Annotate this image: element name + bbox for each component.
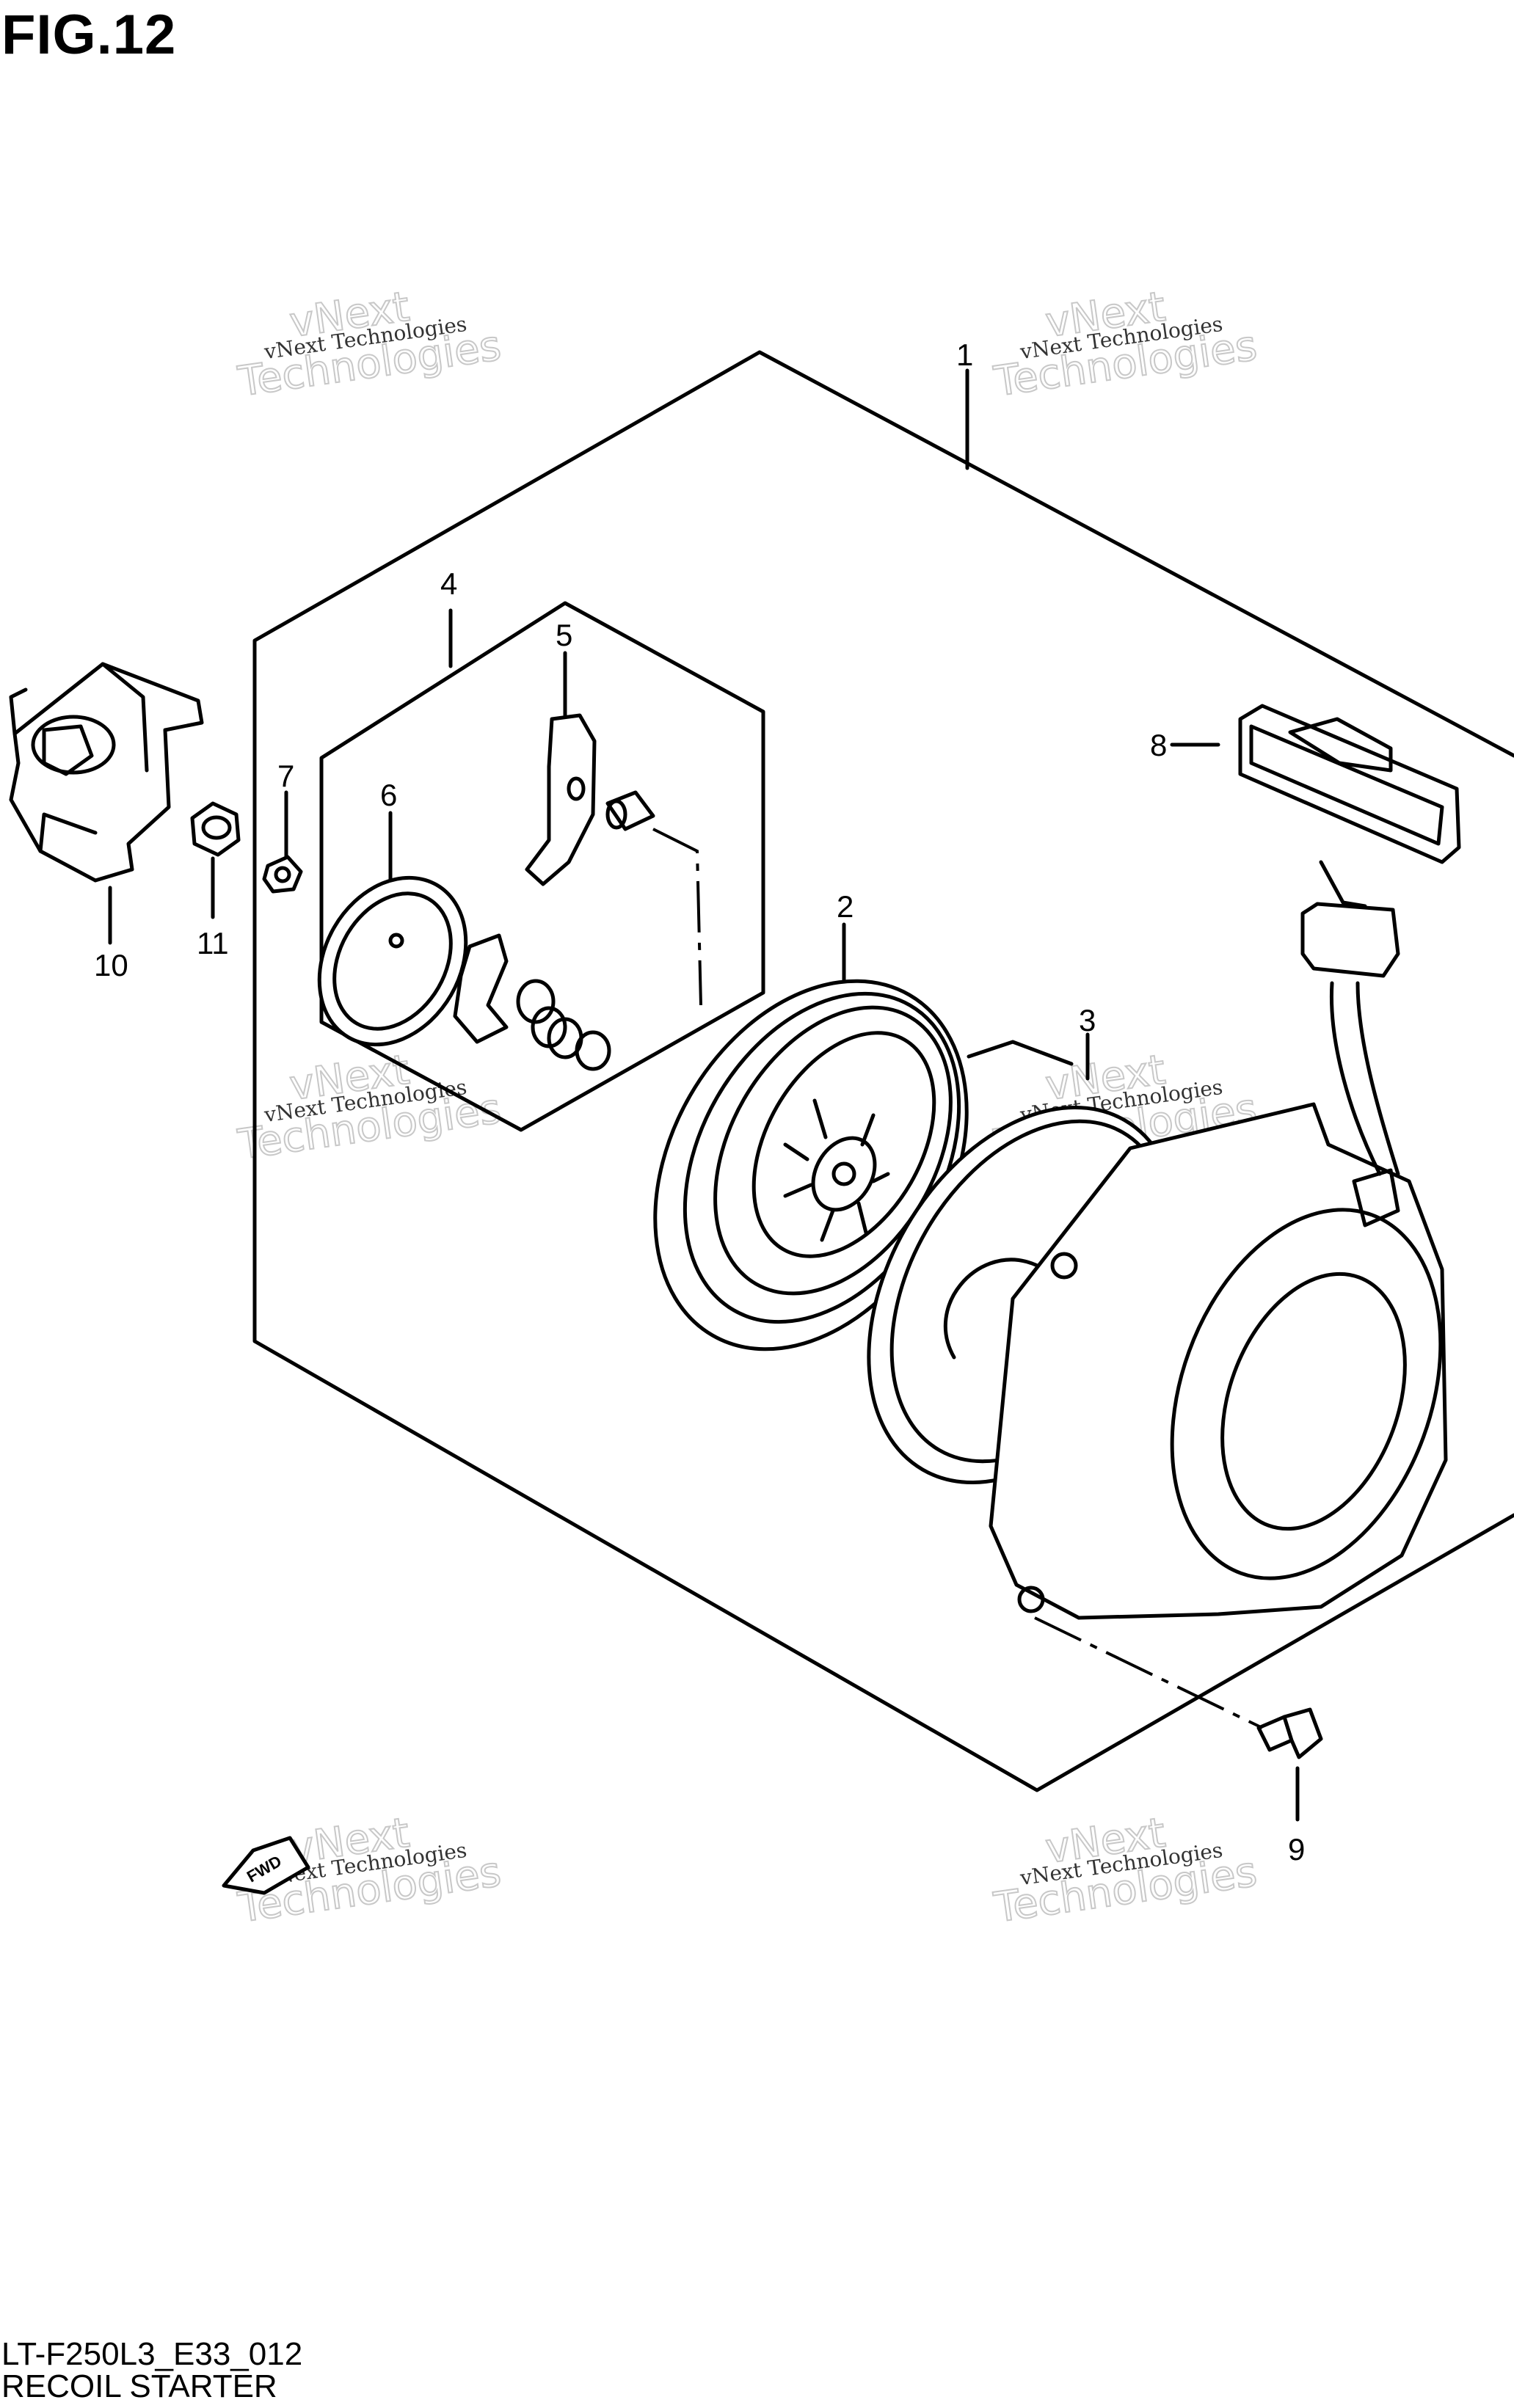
guide-and-springs	[453, 933, 611, 1071]
starter-cup-part-10	[9, 662, 204, 883]
bolt-part-9	[1256, 1707, 1323, 1759]
callout-2: 2	[837, 889, 854, 924]
diagram-name: RECOIL STARTER	[1, 2368, 277, 2404]
callout-7: 7	[277, 759, 294, 793]
watermark-bottom-right: vNext Technologies vNext Technologies	[990, 1809, 1260, 1933]
friction-plate-part-6	[317, 875, 468, 1047]
callout-9: 9	[1288, 1832, 1305, 1867]
nut-part-11	[190, 801, 241, 857]
callout-5: 5	[556, 618, 572, 652]
assembly-boundary-outline	[252, 350, 1514, 1792]
starter-case	[989, 1102, 1448, 1620]
callout-1: 1	[956, 338, 973, 372]
watermark-mid-left: vNext Technologies vNext Technologies	[234, 1046, 504, 1170]
callout-10: 10	[94, 948, 128, 982]
starter-handle-part-8	[1238, 704, 1461, 1176]
watermark-top-right: vNext Technologies vNext Technologies	[990, 282, 1260, 407]
callout-11: 11	[197, 926, 229, 960]
callout-4: 4	[440, 566, 457, 601]
callout-6: 6	[380, 778, 397, 812]
callout-8: 8	[1150, 728, 1167, 762]
callout-3: 3	[1079, 1003, 1096, 1037]
washer-part-7	[262, 855, 303, 894]
watermark-top-left: vNext Technologies vNext Technologies	[234, 282, 504, 407]
pawl-axis-dashed	[652, 828, 702, 1006]
diagram-code: LT-F250L3_E33_012	[1, 2336, 303, 2372]
sub-assembly-boundary-outline	[319, 601, 765, 1132]
ratchet-pawl-part-5	[525, 713, 655, 886]
bolt-axis-dashed	[1034, 1616, 1263, 1729]
figure-title: FIG.12	[1, 4, 177, 66]
fwd-arrow-icon: FWD	[222, 1836, 310, 1895]
